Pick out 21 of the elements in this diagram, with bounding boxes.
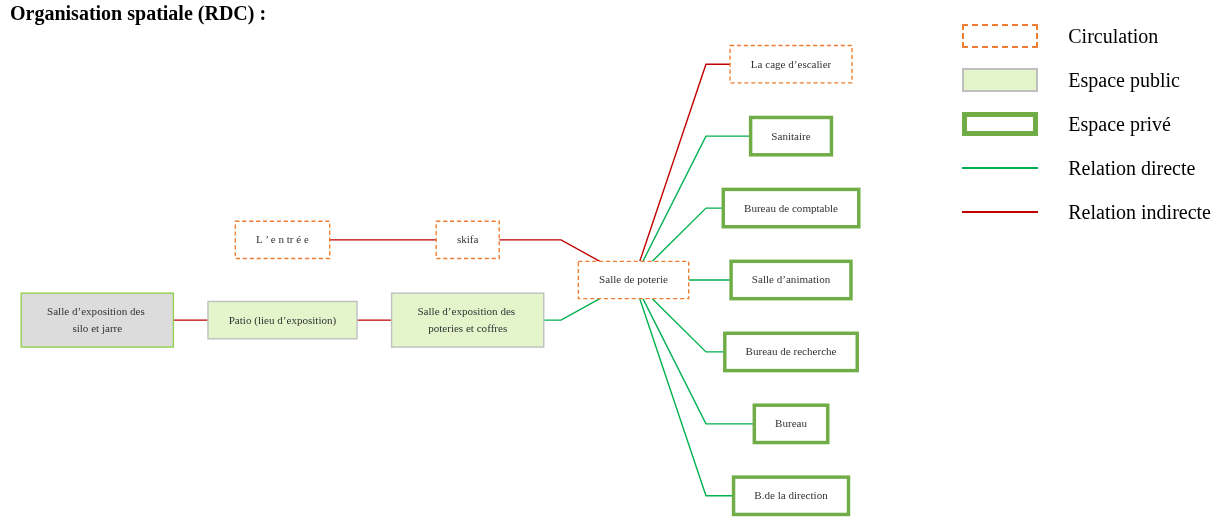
node-box: Sanitaire [748, 115, 834, 157]
legend-label: Relation directe [1068, 156, 1196, 180]
node-box: La cage d’escalier [729, 44, 853, 84]
node-box: Salle d’exposition des poteries et coffres [390, 292, 545, 348]
legend-label: Espace privé [1068, 112, 1171, 136]
node-box: L ’ e n tr é e [234, 220, 331, 260]
node-box: Bureau de recherche [723, 331, 859, 373]
connector [543, 298, 601, 321]
node-box: Salle de poterie [577, 260, 690, 300]
connector [639, 63, 731, 262]
node-box: B.de la direction [731, 475, 851, 517]
legend-label: Espace public [1068, 68, 1180, 92]
legend-label: Circulation [1068, 24, 1159, 48]
node-box: Bureau [752, 403, 830, 445]
legend-label: Relation indirecte [1068, 200, 1211, 224]
node-box: Bureau de comptable [721, 187, 861, 229]
node-box: skifa [435, 220, 500, 260]
node-box: Salle d’exposition des silo et jarre [20, 292, 175, 348]
node-box: Patio (lieu d’exposition) [207, 300, 358, 340]
diagram-title: Organisation spatiale (RDC) : [10, 2, 267, 25]
node-box: Salle d’animation [729, 259, 853, 301]
